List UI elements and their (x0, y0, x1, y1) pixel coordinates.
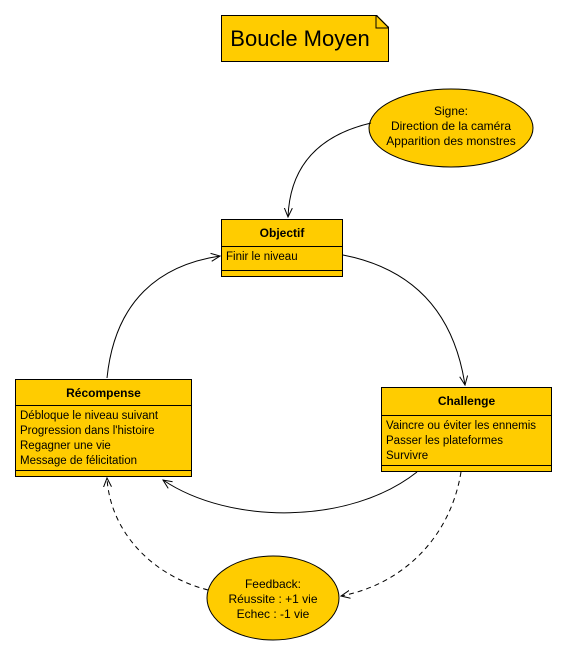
signe-ellipse (368, 88, 534, 168)
challenge-item: Passer les plateformes (386, 435, 503, 447)
note-fold-icon (375, 15, 389, 29)
recompense-body: Débloque le niveau suivant Progression d… (16, 406, 191, 469)
challenge-item: Vaincre ou éviter les ennemis (386, 420, 536, 432)
title-note: Boucle Moyen (221, 15, 389, 62)
objectif-node: Objectif Finir le niveau (221, 219, 343, 277)
objectif-separator (222, 270, 342, 271)
signe-line: Apparition des monstres (386, 134, 516, 148)
signe-text: Signe: Direction de la caméra Apparition… (371, 104, 531, 149)
recompense-separator (16, 470, 191, 471)
arrow-recompense-to-objectif (106, 256, 220, 379)
arrow-feedback-to-recompense (107, 478, 209, 591)
feedback-text: Feedback: Réussite : +1 vie Echec : -1 v… (207, 577, 339, 622)
challenge-separator (382, 465, 551, 466)
recompense-item: Message de félicitation (20, 455, 137, 467)
feedback-line: Feedback: (244, 577, 302, 591)
objectif-title: Objectif (222, 220, 342, 247)
feedback-line: Réussite : +1 vie (228, 592, 318, 606)
challenge-node: Challenge Vaincre ou éviter les ennemis … (381, 387, 552, 472)
recompense-item: Progression dans l'histoire (20, 425, 155, 437)
arrow-challenge-to-feedback (341, 471, 462, 596)
recompense-title: Récompense (16, 380, 191, 406)
feedback-ellipse (206, 555, 340, 641)
arrow-challenge-to-recompense (163, 471, 418, 514)
recompense-node: Récompense Débloque le niveau suivant Pr… (15, 379, 192, 477)
feedback-line: Echec : -1 vie (236, 607, 310, 621)
objectif-body: Finir le niveau (222, 247, 342, 265)
signe-line: Signe: (433, 104, 469, 118)
recompense-item: Regagner une vie (20, 440, 111, 452)
challenge-body: Vaincre ou éviter les ennemis Passer les… (382, 416, 551, 464)
recompense-item: Débloque le niveau suivant (20, 410, 159, 422)
challenge-item: Survivre (386, 450, 429, 462)
signe-line: Direction de la caméra (390, 119, 512, 133)
diagram-title: Boucle Moyen (230, 25, 370, 51)
arrow-objectif-to-challenge (342, 254, 465, 385)
objectif-item: Finir le niveau (226, 251, 298, 263)
challenge-title: Challenge (382, 388, 551, 416)
arrow-signe-to-objectif (288, 122, 372, 217)
